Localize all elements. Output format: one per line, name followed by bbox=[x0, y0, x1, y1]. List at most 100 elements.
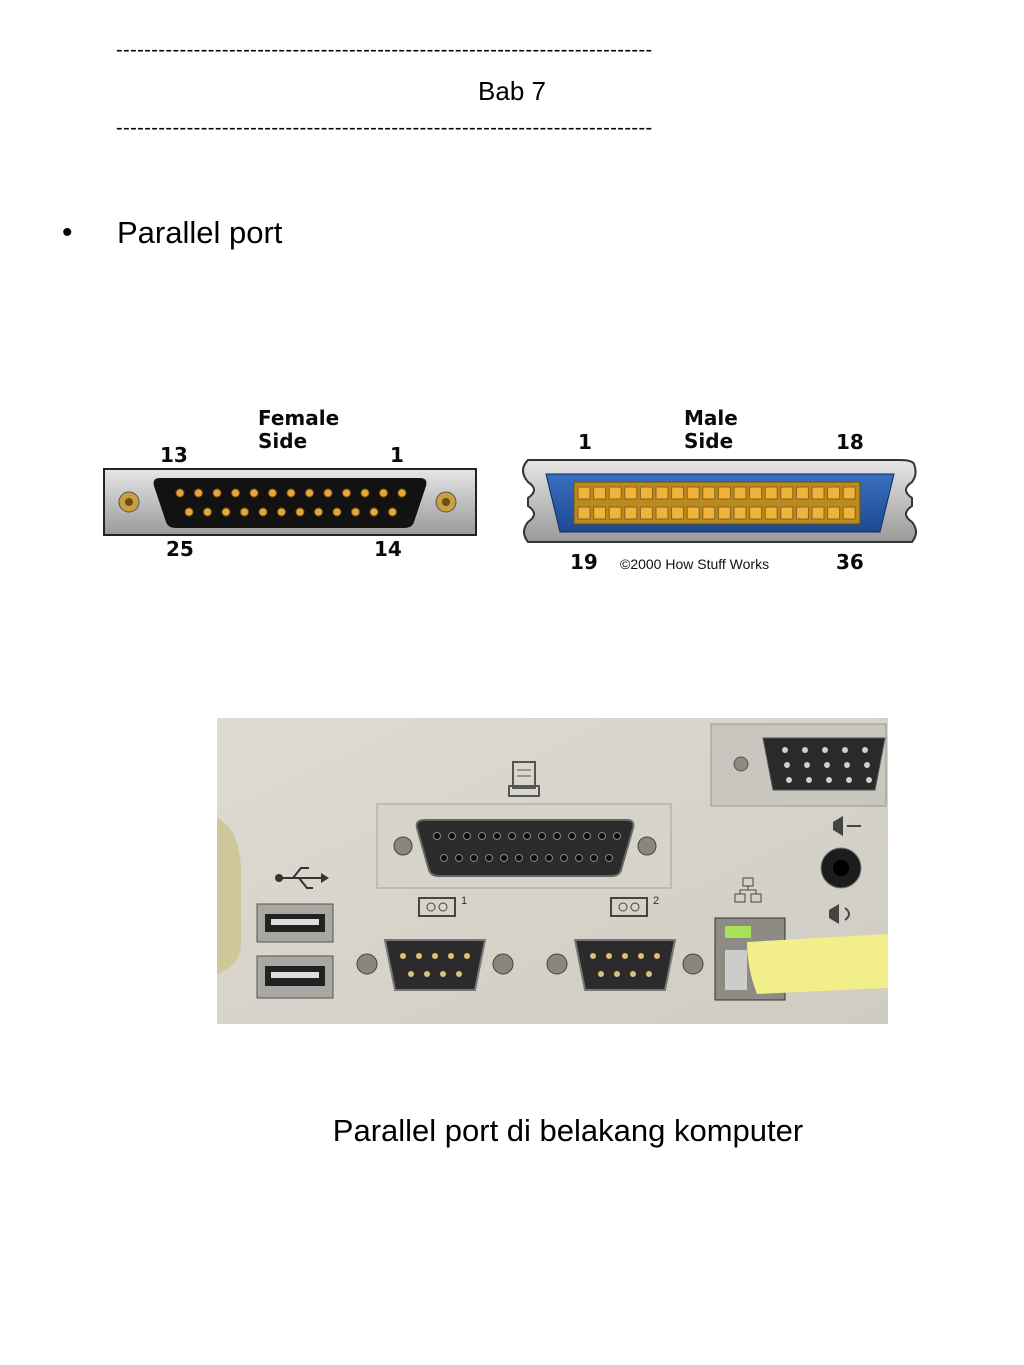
female-pin bbox=[277, 507, 286, 517]
parallel-pin-hole bbox=[493, 832, 501, 840]
male-pin-label-18: 18 bbox=[836, 430, 864, 454]
female-connector: Female Side 13 1 25 14 bbox=[103, 406, 477, 561]
parallel-pin-hole bbox=[530, 854, 538, 862]
serial-port-2-icon bbox=[610, 897, 648, 917]
male-pin-label-19: 19 bbox=[570, 550, 598, 574]
parallel-pin-hole bbox=[613, 832, 621, 840]
serial-port-2-label: 2 bbox=[653, 895, 659, 907]
female-title-line1: Female bbox=[258, 406, 339, 430]
female-pin bbox=[295, 507, 305, 517]
vga-pin bbox=[786, 777, 792, 783]
serial-port-1-icon bbox=[418, 897, 456, 917]
serial-port-2 bbox=[546, 939, 704, 991]
vga-pin bbox=[866, 777, 872, 783]
male-contact bbox=[671, 486, 685, 500]
vga-pin bbox=[806, 777, 812, 783]
parallel-pin-hole bbox=[478, 832, 486, 840]
serial-pin bbox=[440, 971, 446, 977]
male-contact bbox=[733, 506, 747, 520]
female-pin bbox=[305, 488, 314, 498]
female-pin bbox=[342, 488, 351, 498]
serial-pin bbox=[424, 971, 430, 977]
vga-pin bbox=[844, 762, 850, 768]
male-contact bbox=[593, 506, 607, 520]
male-contact bbox=[795, 506, 809, 520]
parallel-pin-hole bbox=[440, 854, 448, 862]
audio-in-icon bbox=[829, 904, 850, 924]
female-pin-label-1: 1 bbox=[390, 443, 404, 467]
screw-left-icon bbox=[118, 491, 140, 513]
parallel-pin-hole bbox=[463, 832, 471, 840]
parallel-pin-hole bbox=[515, 854, 523, 862]
header-divider-top: ----------------------------------------… bbox=[116, 40, 653, 60]
male-contact bbox=[639, 486, 653, 500]
female-pin bbox=[332, 507, 342, 517]
serial-pin bbox=[416, 953, 422, 959]
parallel-pin-hole bbox=[590, 854, 598, 862]
copyright-text: ©2000 How Stuff Works bbox=[620, 556, 769, 572]
female-pin bbox=[314, 507, 323, 517]
female-pin bbox=[379, 488, 388, 498]
male-contact bbox=[717, 506, 731, 520]
header-divider-bottom: ----------------------------------------… bbox=[116, 118, 653, 138]
female-pin bbox=[212, 488, 222, 498]
vga-pin bbox=[802, 747, 808, 753]
serial-pin bbox=[606, 953, 612, 959]
parallel-pin-hole bbox=[575, 854, 583, 862]
male-contact bbox=[608, 506, 622, 520]
panel-edge bbox=[217, 818, 241, 974]
parallel-pin-hole bbox=[470, 854, 478, 862]
male-contact bbox=[717, 486, 731, 500]
female-pin bbox=[175, 488, 185, 498]
serial-port-1 bbox=[356, 939, 514, 991]
male-contact bbox=[764, 506, 778, 520]
male-contact bbox=[811, 506, 825, 520]
parallel-pin-hole bbox=[583, 832, 591, 840]
serial-pin bbox=[622, 953, 628, 959]
male-contact-grid bbox=[577, 486, 856, 520]
female-socket-face bbox=[153, 478, 427, 528]
female-pin bbox=[194, 488, 203, 498]
chapter-title: Bab 7 bbox=[478, 76, 546, 106]
serial-pin bbox=[598, 971, 604, 977]
male-contact bbox=[764, 486, 778, 500]
figure-caption: Parallel port di belakang komputer bbox=[332, 1113, 804, 1148]
serial-port-1-label: 1 bbox=[461, 895, 467, 907]
male-contact bbox=[639, 506, 653, 520]
vga-pin bbox=[864, 762, 870, 768]
vga-pin bbox=[824, 762, 830, 768]
female-pin bbox=[323, 488, 333, 498]
male-contact bbox=[577, 506, 591, 520]
parallel-pin-hole bbox=[523, 832, 531, 840]
parallel-pin-hole bbox=[433, 832, 441, 840]
female-pin bbox=[369, 507, 379, 517]
bullet-text: Parallel port bbox=[117, 215, 283, 250]
serial-pin bbox=[456, 971, 462, 977]
parallel-pin-hole bbox=[455, 854, 463, 862]
male-pin-label-1: 1 bbox=[578, 430, 592, 454]
vga-pin bbox=[842, 747, 848, 753]
male-contact bbox=[795, 486, 809, 500]
usb-icon bbox=[275, 867, 329, 889]
parallel-pin-hole bbox=[538, 832, 546, 840]
female-pin bbox=[360, 488, 370, 498]
ethernet-port bbox=[714, 917, 888, 1001]
vga-pin bbox=[846, 777, 852, 783]
female-pin bbox=[268, 488, 277, 498]
printer-icon bbox=[508, 761, 540, 797]
audio-jack bbox=[820, 847, 862, 889]
vga-pin bbox=[862, 747, 868, 753]
male-contact bbox=[577, 486, 591, 500]
female-pin bbox=[397, 488, 407, 498]
usb-port-1 bbox=[256, 903, 334, 943]
connector-pinout-figure: Female Side 13 1 25 14 Male Side 1 18 19… bbox=[103, 406, 917, 574]
parallel-port bbox=[393, 819, 657, 877]
female-pin bbox=[249, 488, 259, 498]
male-contact bbox=[749, 486, 763, 500]
serial-pin bbox=[448, 953, 454, 959]
serial-pin bbox=[408, 971, 414, 977]
female-pin-label-14: 14 bbox=[374, 537, 402, 561]
male-connector: Male Side 1 18 19 36 ©2000 How Stuff Wor… bbox=[522, 406, 917, 574]
female-pin-grid bbox=[175, 488, 407, 517]
male-contact bbox=[811, 486, 825, 500]
